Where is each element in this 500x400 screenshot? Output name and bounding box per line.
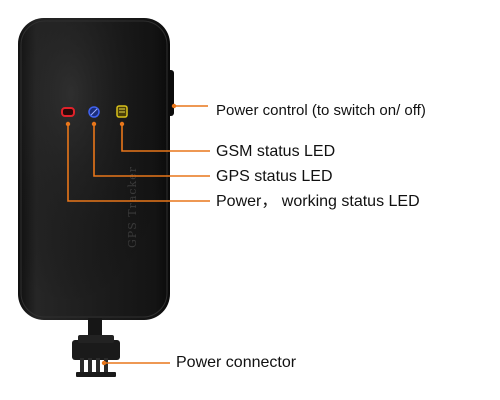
gsm-status-led-label: GSM status LED <box>216 143 336 160</box>
leader-gsm-led <box>121 124 210 152</box>
power-connector <box>72 335 120 377</box>
leader-dot-power-control <box>171 103 177 109</box>
leader-power-status-led <box>67 124 210 202</box>
power-control-label: Power control (to switch on/ off) <box>216 102 426 119</box>
leader-lines <box>65 103 210 366</box>
leader-dot-power-status <box>65 121 71 127</box>
gps-status-led-label: GPS status LED <box>216 168 333 185</box>
leader-dot-gsm <box>119 121 125 127</box>
power-led <box>61 107 75 117</box>
leader-dot-connector <box>101 360 107 366</box>
leader-dot-gps <box>91 121 97 127</box>
power-working-status-led-label: Power， working status LED <box>216 193 420 210</box>
device-printed-text: GPS Tracker <box>126 166 139 248</box>
power-connector-label: Power connector <box>176 354 297 371</box>
leader-gps-led <box>93 124 210 177</box>
